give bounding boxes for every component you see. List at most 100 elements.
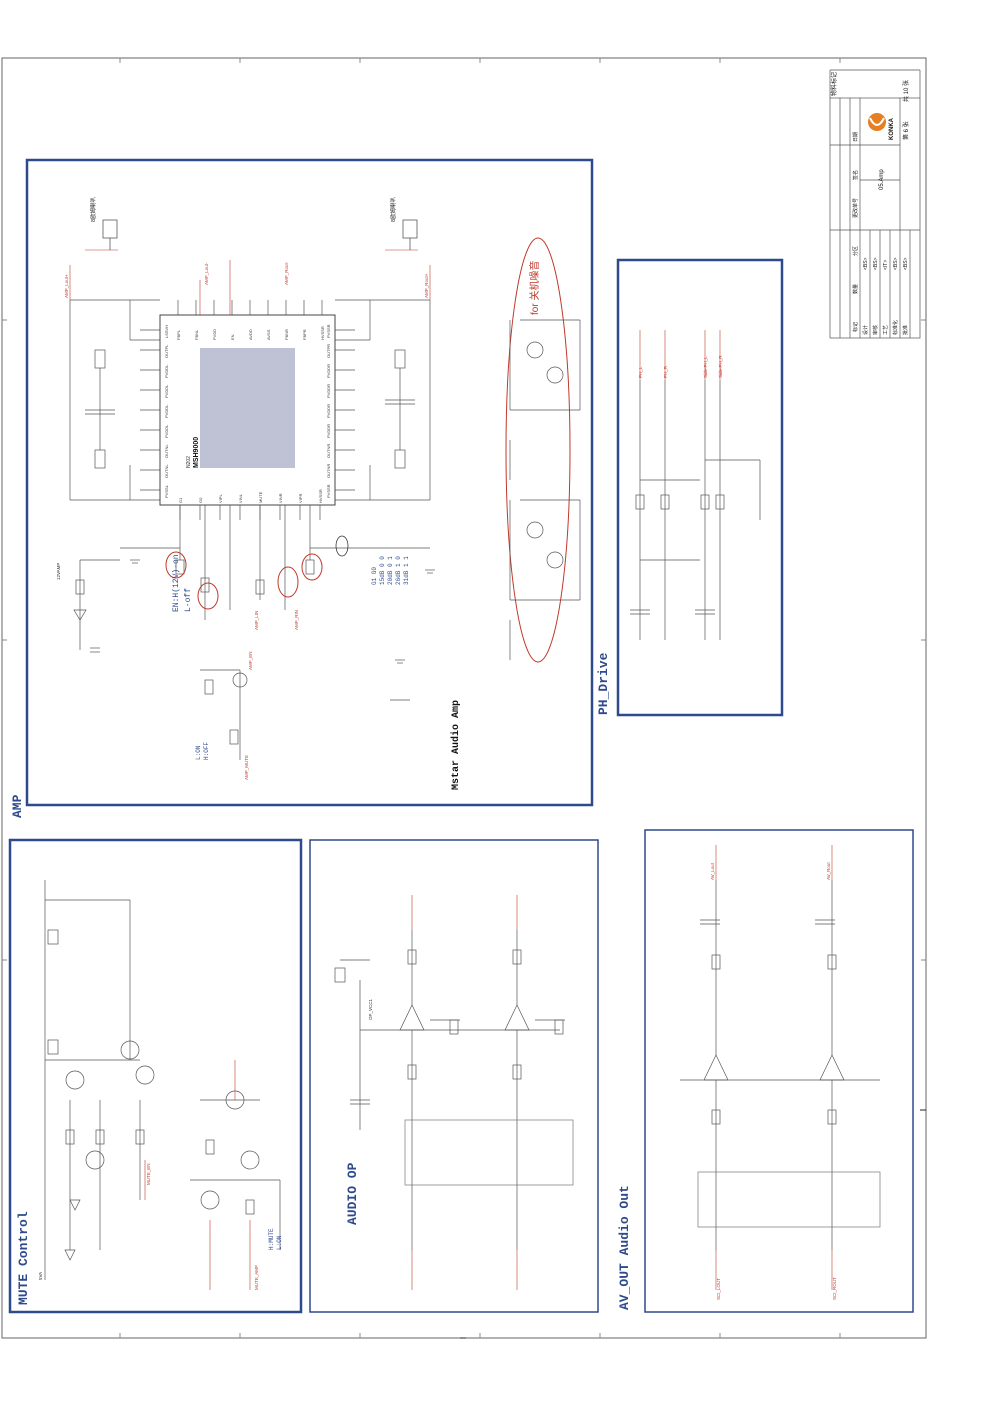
- chip-bottom-pin-label: VIPR: [298, 494, 303, 503]
- net-av-lout: AV_Lout: [710, 862, 715, 880]
- chip-left-pin-label: OUTNL: [164, 464, 169, 478]
- chip-right-pin-label: PVDDR: [326, 384, 331, 398]
- net-side-ph-r: Side-PH_R: [718, 355, 723, 378]
- chip-left-pin-label: PVDDL: [164, 404, 169, 418]
- net-mute-amp: MUTE_AMP: [254, 1265, 259, 1290]
- title-block-header: 数量: [852, 284, 859, 294]
- net-op-vcc: OP_VCC1: [368, 998, 373, 1020]
- title-block-header: 更改单号: [852, 198, 859, 218]
- net-amp-mute: AMP_MUTE: [244, 755, 249, 780]
- ph-drive-title: PH_Drive: [596, 652, 611, 715]
- av-out-section-box: [644, 829, 914, 1313]
- page-border: [1, 57, 927, 1339]
- net-ph-l: PH_L: [638, 366, 643, 378]
- mstar-audio-amp-label: Mstar Audio Amp: [450, 700, 462, 790]
- mute-control-section-box: [8, 838, 303, 1314]
- drawing-title: 05.Amp: [879, 169, 885, 190]
- chip-left-pin-label: OUTNL: [164, 444, 169, 458]
- chip-top-pin-label: FBPL: [176, 329, 181, 340]
- gain-table-row: 20dB 0 1: [387, 556, 394, 585]
- chip-right-pin-label: OUTPR: [326, 344, 331, 358]
- chip-top-pin-label: FBNR: [284, 329, 289, 340]
- speaker-connector-right: [402, 219, 418, 250]
- border-ticks: [2, 58, 926, 1338]
- en-note: EN:H(12V)-on: [172, 554, 181, 612]
- title-block-label: 批准: [902, 325, 909, 335]
- net-side-ph-l: Side-PH_L: [703, 356, 708, 378]
- audio-op-section-box: [309, 839, 599, 1313]
- net-sci-rout: SCI_ROUT: [832, 1277, 837, 1300]
- ph-drive-circuit: [630, 380, 761, 640]
- net-sci-lout: SCI_LOUT: [716, 1278, 721, 1300]
- net-av-rout: AV_Rout: [826, 862, 831, 880]
- av-out-circuit: [680, 880, 881, 1250]
- net-12vamp: 12VAMP: [56, 563, 61, 580]
- ground-symbols-amp: [130, 559, 435, 701]
- chip-bottom-pin-label: VINL: [238, 493, 243, 503]
- ph-drive-red-nets: [639, 330, 721, 380]
- chip-right-pin-label: PVDDR: [326, 364, 331, 378]
- material-mark: 物料标记: [830, 72, 838, 96]
- title-block-value: <BS>: [893, 257, 899, 270]
- net-amp-lin: AMP_LIN: [254, 611, 259, 630]
- amp-chip-pad: [200, 348, 295, 468]
- mute-control-red-nets: [144, 1060, 251, 1290]
- title-block-value: <BS>: [873, 257, 879, 270]
- chip-top-pin-label: EN: [230, 334, 235, 340]
- net-ph-r: PH_R: [663, 365, 668, 378]
- left-output-filter: [69, 299, 160, 501]
- net-amp-lout-n: AMP_Lout-: [204, 262, 209, 285]
- net-amp-rout-p: AMP_Rout+: [424, 273, 429, 298]
- net-amp-en: AMP_EN: [248, 651, 253, 670]
- net-amp-rout-n: AMP_Rout-: [284, 261, 289, 285]
- lon-hoff-label: L:ON: [195, 745, 202, 760]
- speaker-left-label: 8欧姆喇叭: [89, 196, 97, 222]
- hmute-label: H:MUTE: [268, 1228, 275, 1250]
- amp-chip-name: MSH9000: [193, 437, 200, 468]
- chip-bottom-pin-label: G1: [178, 497, 183, 503]
- chip-top-pin-label: AVDD: [248, 329, 253, 340]
- chip-right-pin-label: PVDDR: [326, 404, 331, 418]
- sheet-total: 共 10 张: [902, 80, 910, 102]
- net-5va: 5VA: [38, 1272, 43, 1280]
- net-amp-lout-p: AMP_Lout+: [64, 274, 69, 298]
- chip-top-pin-label: AVSS: [266, 329, 271, 340]
- title-block-label: 设计: [862, 325, 869, 335]
- speaker-connector-left: [102, 219, 118, 250]
- for-shutdown-noise-note: for 关机噪音: [528, 261, 541, 315]
- amp-input-network: [73, 505, 430, 760]
- chip-right-pin-label: PVSSR: [326, 324, 331, 338]
- hmute-label-2: L:ON: [276, 1235, 283, 1250]
- title-block-value: <BS>: [863, 257, 869, 270]
- amp-chip-left-pins: LSSVHOUTPLPVDDLPVDDLPVDDLPVDDLOUTNLOUTNL…: [140, 325, 169, 498]
- jumper-mark: [335, 535, 349, 557]
- av-out-red-nets: [715, 845, 833, 1290]
- title-block: [829, 69, 921, 339]
- speaker-right-label: 8欧姆喇叭: [389, 196, 397, 222]
- chip-right-pin-label: PVDDR: [326, 424, 331, 438]
- chip-bottom-pin-label: HVSSR: [318, 489, 323, 503]
- amp-output-nets: [69, 249, 431, 315]
- company-name: KONKA: [889, 117, 895, 140]
- title-block-label: 标准化: [892, 320, 899, 335]
- av-out-title: AV_OUT Audio Out: [617, 1185, 632, 1310]
- chip-bottom-pin-label: VIPL: [218, 494, 223, 503]
- chip-right-pin-label: OUTNR: [326, 464, 331, 478]
- crop-marks: [460, 1109, 926, 1339]
- title-block-value: <IT>: [883, 260, 889, 270]
- chip-top-pin-label: FBPR: [302, 329, 307, 340]
- chip-left-pin-label: OUTPL: [164, 344, 169, 358]
- gain-table-row: 15dB 0 0: [379, 556, 386, 585]
- title-block-header: 分区: [852, 246, 859, 256]
- title-block-label: 审核: [872, 325, 879, 335]
- amp-chip-ref: N202: [186, 456, 192, 468]
- konka-logo: [868, 113, 886, 131]
- chip-bottom-pin-label: VINR: [278, 493, 283, 503]
- chip-right-pin-label: OUTNR: [326, 444, 331, 458]
- chip-left-pin-label: PVDDL: [164, 424, 169, 438]
- chip-left-pin-label: PVSSL: [164, 484, 169, 498]
- net-amp-rin: AMP_RIN: [294, 610, 299, 630]
